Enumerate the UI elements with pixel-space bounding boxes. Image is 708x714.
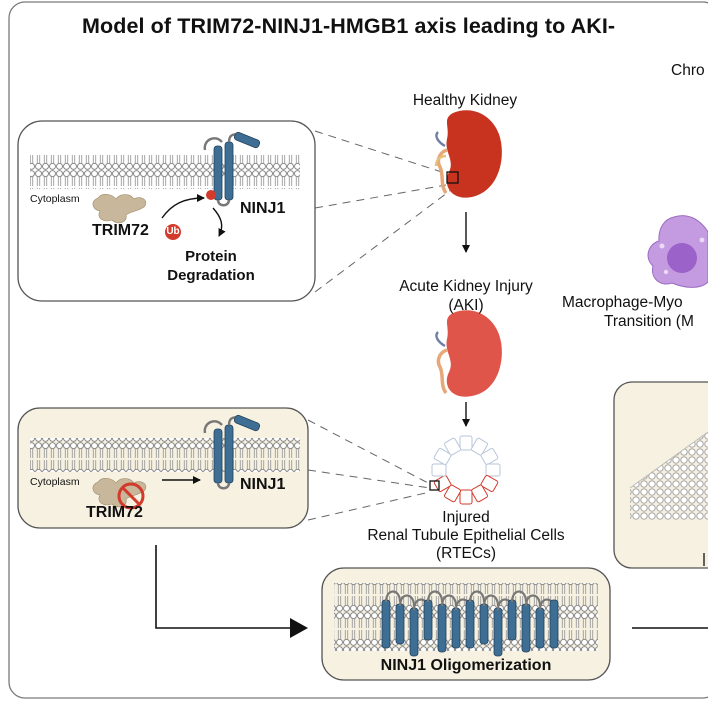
panel-aki-membrane xyxy=(17,407,309,529)
injured-kidney-icon xyxy=(435,310,502,397)
label-aki-line2: (AKI) xyxy=(448,297,484,314)
tubule-ring-icon xyxy=(431,435,501,505)
kidney-icon xyxy=(434,110,502,198)
ninj1-loop xyxy=(426,590,444,603)
label-injured-line3: (RTECs) xyxy=(436,545,496,562)
tubule-cell xyxy=(485,463,501,477)
elbow-arrow-to-oligomerization xyxy=(155,545,296,629)
ninj1-helix xyxy=(493,607,503,657)
prohibited-icon xyxy=(117,482,145,510)
ninj1-protein-aki xyxy=(203,414,261,490)
degradation-arrow xyxy=(212,207,226,237)
tubule-zoom-box xyxy=(429,480,440,491)
label-trim72-top: TRIM72 xyxy=(92,222,149,239)
label-degradation-line1: Protein xyxy=(185,248,237,265)
ninj1-helix xyxy=(451,607,461,649)
trim72-protein-healthy xyxy=(92,194,147,224)
ninj1-helix xyxy=(535,607,545,649)
label-ninj1-bottom: NINJ1 xyxy=(240,476,286,493)
label-injured-line2: Renal Tubule Epithelial Cells xyxy=(367,527,565,544)
ninj1-helix xyxy=(395,603,405,645)
label-cytoplasm-top: Cytoplasm xyxy=(30,193,80,205)
tubule-cell xyxy=(444,484,461,503)
label-oligomerization: NINJ1 Oligomerization xyxy=(380,657,552,674)
ninj1-helix xyxy=(521,603,531,653)
label-mmt-line2: Transition (M xyxy=(604,313,694,330)
tubule-cell xyxy=(459,435,473,451)
tubule-cell xyxy=(471,437,488,456)
ubiquitination-arrow xyxy=(161,194,205,219)
ninj1-helix xyxy=(507,599,517,641)
label-trim72-bottom: TRIM72 xyxy=(86,504,143,521)
right-partial-panel xyxy=(613,381,708,569)
ub-badge-main xyxy=(165,224,181,240)
macrophage-icon xyxy=(647,215,708,288)
label-mmt-line1: Macrophage-Myo xyxy=(562,294,683,311)
tubule-cell xyxy=(480,448,499,465)
ub-badge-small xyxy=(206,190,216,200)
label-chro: Chro xyxy=(671,62,705,79)
label-ub: Ub xyxy=(166,226,180,237)
page-title: Model of TRIM72-NINJ1-HMGB1 axis leading… xyxy=(82,14,616,38)
tubule-cell xyxy=(480,475,499,492)
label-ninj1-top: NINJ1 xyxy=(240,200,286,217)
ninj1-helix xyxy=(437,603,447,653)
label-degradation-line2: Degradation xyxy=(167,267,255,284)
elbow-arrowhead xyxy=(290,618,308,638)
ninj1-helix xyxy=(479,603,489,645)
ninj1-helix xyxy=(465,599,475,649)
label-aki-line1: Acute Kidney Injury xyxy=(399,278,533,295)
label-cytoplasm-bottom: Cytoplasm xyxy=(30,476,80,488)
panel-healthy-membrane xyxy=(17,120,316,302)
label-healthy-kidney: Healthy Kidney xyxy=(412,92,518,109)
ninj1-helix xyxy=(409,607,419,657)
ninj1-helix xyxy=(381,599,391,649)
ninj1-loop xyxy=(384,590,402,603)
ninj1-loop xyxy=(398,594,416,607)
ninj1-loop xyxy=(482,594,500,607)
ninj1-loop xyxy=(510,590,528,603)
zoom-lines xyxy=(307,130,452,521)
ninj1-loop xyxy=(468,590,486,603)
ninj1-loop xyxy=(524,594,542,607)
tubule-cell xyxy=(433,448,452,465)
tubule-cell xyxy=(431,463,447,477)
ninj1-oligomer xyxy=(381,590,559,657)
ninj1-protein-healthy xyxy=(203,131,261,207)
panel-oligomerization xyxy=(321,567,611,681)
ninj1-helix xyxy=(549,599,559,649)
outer-frame xyxy=(8,1,708,699)
label-injured-line1: Injured xyxy=(442,509,490,526)
ninj1-loop xyxy=(440,594,458,607)
tubule-cell xyxy=(459,489,473,505)
tubule-cell xyxy=(471,484,488,503)
ninj1-helix xyxy=(423,599,433,641)
tubule-cell xyxy=(444,437,461,456)
